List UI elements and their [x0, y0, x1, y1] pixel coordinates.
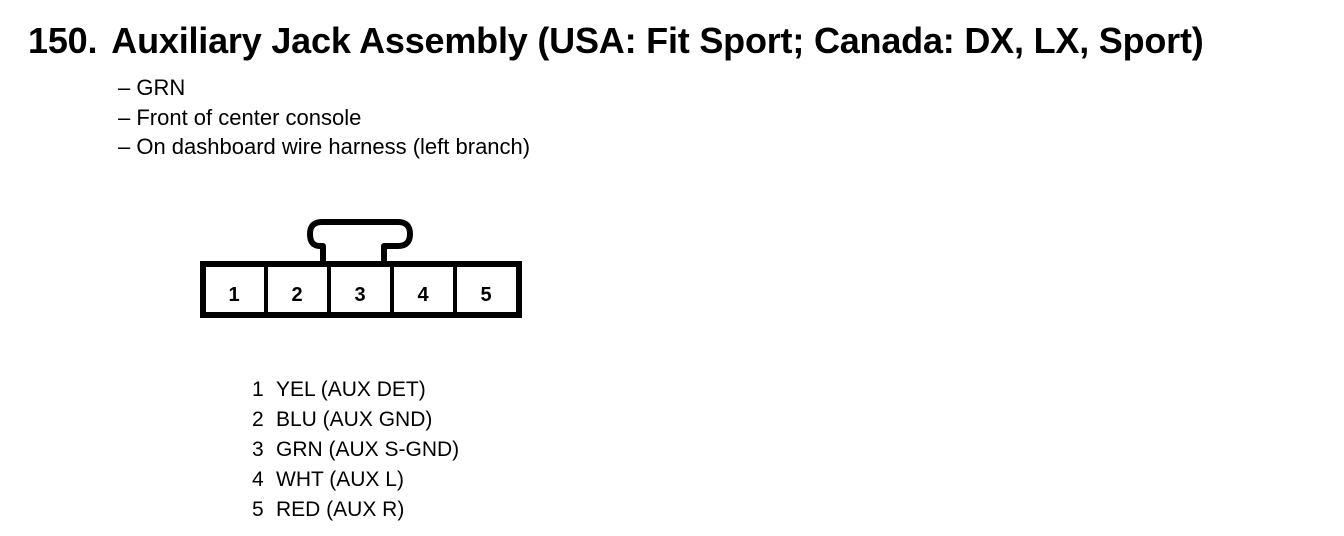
cavity-number-4: 4 [417, 284, 429, 306]
cavity-number-2: 2 [291, 284, 302, 306]
note-color: – GRN [118, 75, 186, 100]
pin-number: 1 [252, 378, 264, 401]
pin-number: 4 [252, 468, 264, 491]
note-location: – Front of center console [118, 104, 362, 130]
pin-number: 2 [252, 408, 264, 431]
pin-label: RED (AUX R) [276, 498, 405, 521]
connector-diagram: 1 2 3 4 5 [200, 219, 522, 318]
pin-assignment-list: 1 YEL (AUX DET) 2 BLU (AUX GND) 3 GRN (AUX … [252, 375, 459, 525]
connector-housing [200, 261, 522, 318]
section-title: Auxiliary Jack Assembly (USA: Fit Sport;… [111, 20, 1204, 61]
pin-label: GRN (AUX S-GND) [276, 438, 460, 461]
page-title: 150. Auxiliary Jack Assembly (USA: Fit Sp… [28, 20, 1204, 62]
section-number: 150. [28, 20, 98, 61]
pin-row: 5 RED (AUX R) [252, 495, 459, 525]
pin-number: 5 [252, 498, 264, 521]
cavity-number-3: 3 [354, 284, 365, 306]
pin-row: 1 YEL (AUX DET) [252, 375, 459, 405]
connector-lock-tab [307, 219, 413, 264]
connector-notes: – GRN – Front of center console – On das… [118, 73, 530, 162]
pin-number: 3 [252, 438, 264, 461]
pin-row: 4 WHT (AUX L) [252, 465, 459, 495]
pin-row: 2 BLU (AUX GND) [252, 405, 459, 435]
cavity-number-5: 5 [480, 284, 491, 306]
note-harness: – On dashboard wire harness (left branch… [118, 134, 531, 159]
pin-label: YEL (AUX DET) [276, 378, 426, 401]
pin-label: WHT (AUX L) [276, 468, 404, 491]
pin-row: 3 GRN (AUX S-GND) [252, 435, 459, 465]
pin-label: BLU (AUX GND) [276, 408, 433, 431]
cavity-number-1: 1 [228, 284, 239, 306]
